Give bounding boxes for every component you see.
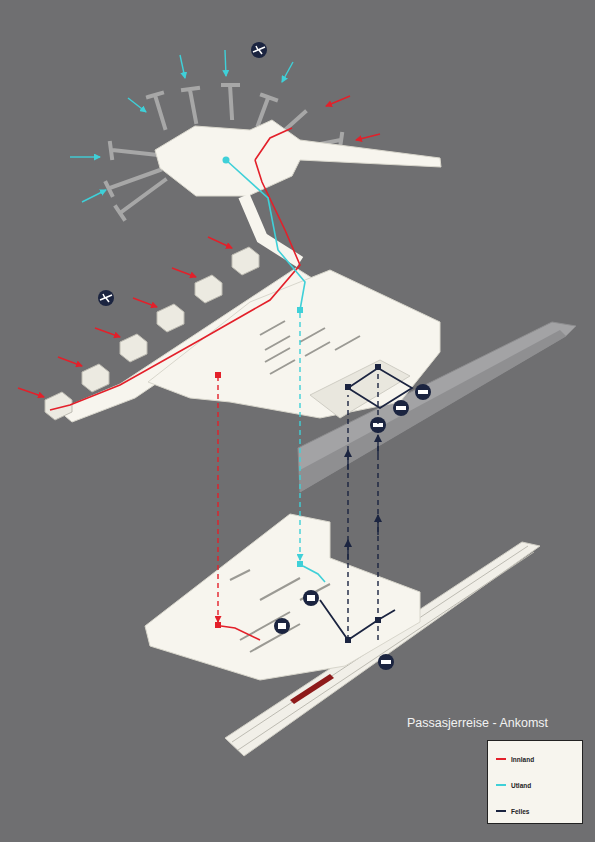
diagram-title: Passasjerreise - Ankomst — [407, 716, 548, 730]
legend-text: Innland — [511, 756, 534, 763]
legend-swatch — [496, 758, 506, 760]
legend-text: Utland — [511, 782, 531, 789]
legend-swatch — [496, 784, 506, 786]
legend-row: Utland — [496, 778, 576, 792]
legend-row: Innland — [496, 752, 576, 766]
legend-row: Felles — [496, 804, 576, 818]
legend-swatch — [496, 810, 506, 812]
legend-text: Felles — [511, 808, 529, 815]
legend-box: InnlandUtlandFelles — [487, 740, 583, 824]
